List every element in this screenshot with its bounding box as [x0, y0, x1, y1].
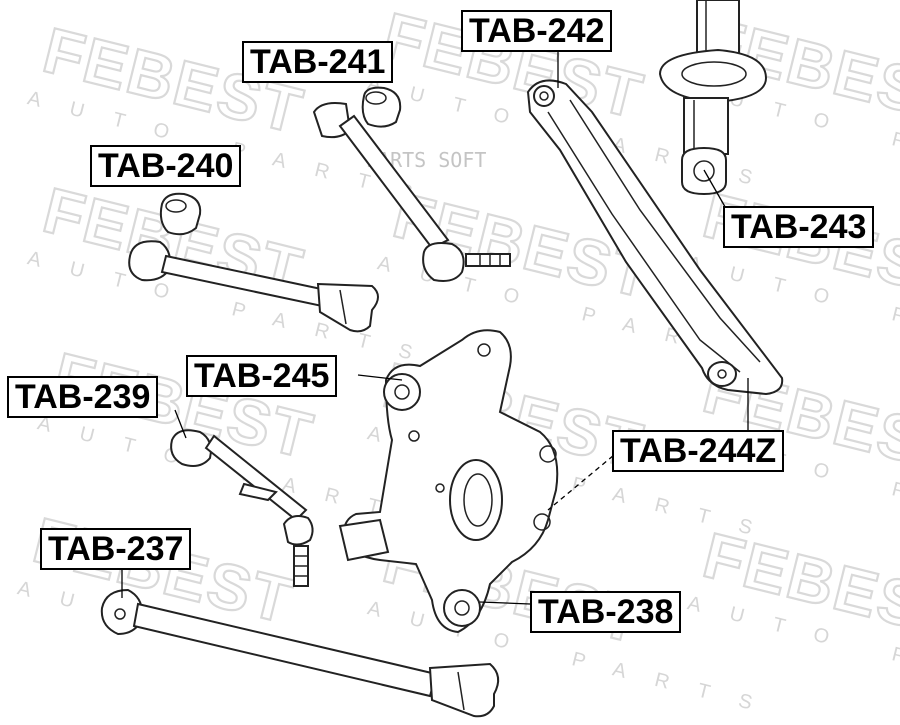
label-tab-239[interactable]: TAB-239: [7, 376, 159, 418]
shock-absorber: [658, 0, 768, 155]
label-tab-237[interactable]: TAB-237: [40, 528, 192, 570]
arm-241: [312, 102, 511, 282]
arm-240: [128, 240, 379, 333]
arm-239: [170, 429, 314, 587]
bushing-tab-240: [159, 192, 202, 236]
label-tab-244z[interactable]: TAB-244Z: [612, 430, 785, 472]
label-tab-242[interactable]: TAB-242: [461, 10, 613, 52]
leader-lines: [121, 50, 749, 605]
label-tab-241[interactable]: TAB-241: [242, 41, 394, 83]
arm-237: [100, 588, 500, 718]
knuckle: [338, 329, 559, 634]
label-tab-245[interactable]: TAB-245: [186, 355, 338, 397]
label-tab-238[interactable]: TAB-238: [530, 591, 682, 633]
label-tab-243[interactable]: TAB-243: [723, 206, 875, 248]
bushing-tab-241: [361, 86, 402, 128]
label-tab-240[interactable]: TAB-240: [90, 145, 242, 187]
lower-arm-242: [526, 79, 784, 396]
